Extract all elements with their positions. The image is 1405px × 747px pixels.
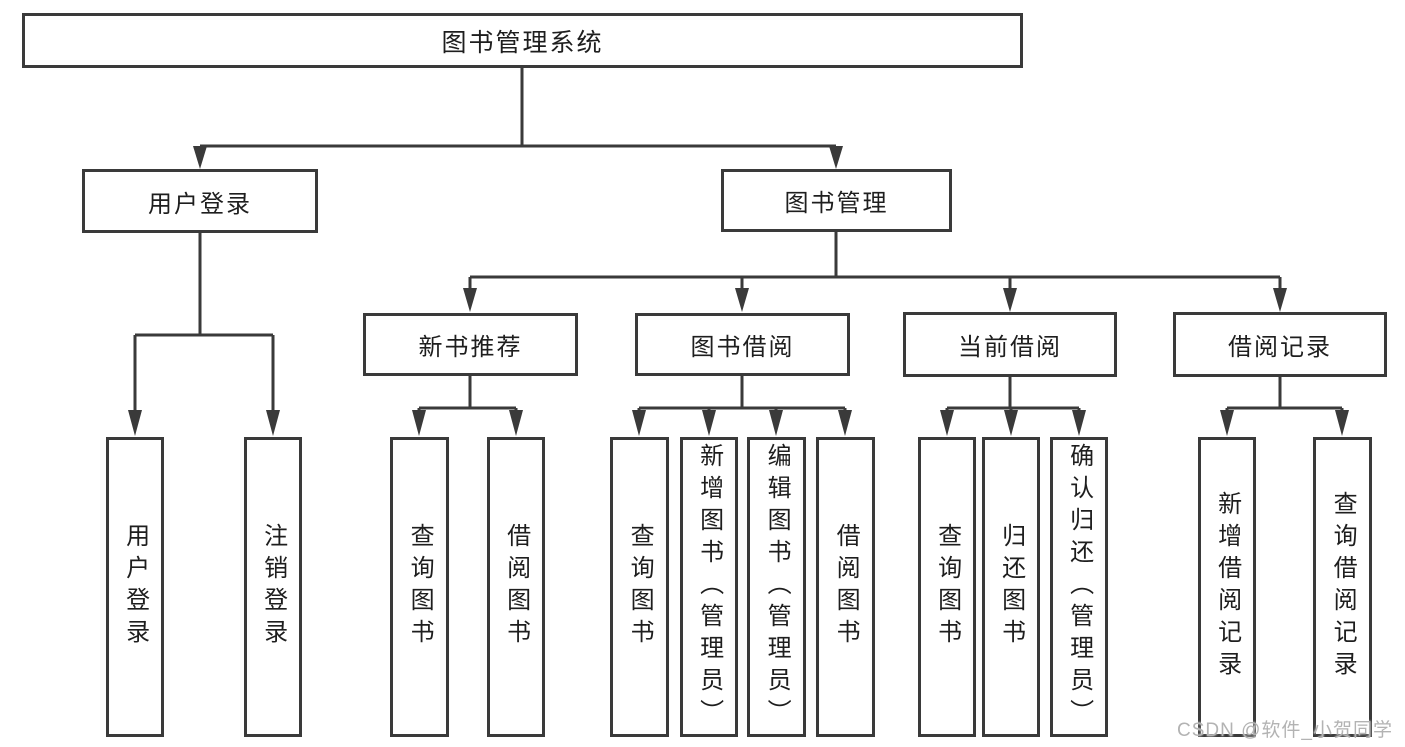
leaf-label: 归还图书 xyxy=(997,523,1025,651)
connector-borrow-records xyxy=(1225,376,1344,414)
leaf-add-book-admin: 新增图书（管理员） xyxy=(680,437,738,737)
connector-book-mgmt xyxy=(468,232,1282,290)
connector-user-login xyxy=(133,233,275,414)
leaf-edit-book-admin: 编辑图书（管理员） xyxy=(747,437,806,737)
arrow-icon xyxy=(940,410,954,436)
leaf-return-book: 归还图书 xyxy=(982,437,1040,737)
arrow-icon xyxy=(1004,410,1018,436)
leaf-label: 新增图书（管理员） xyxy=(695,443,723,731)
leaf-label: 借阅图书 xyxy=(502,523,530,651)
arrow-icon xyxy=(1072,410,1086,436)
leaf-label: 查询借阅记录 xyxy=(1329,491,1357,683)
arrow-icon xyxy=(1003,288,1017,312)
leaf-query-books-borrow: 查询图书 xyxy=(610,437,669,737)
arrow-icon xyxy=(266,410,280,436)
leaf-borrow-books: 借阅图书 xyxy=(816,437,875,737)
node-user-login: 用户登录 xyxy=(82,169,318,233)
leaf-label: 查询图书 xyxy=(406,523,434,651)
arrow-icon xyxy=(838,410,852,436)
arrow-icon xyxy=(412,410,426,436)
node-borrow-records: 借阅记录 xyxy=(1173,312,1387,377)
watermark: CSDN @软件_小贺同学 xyxy=(1177,720,1393,741)
leaf-label: 编辑图书（管理员） xyxy=(763,443,791,731)
leaf-user-login: 用户登录 xyxy=(106,437,164,737)
leaf-label: 查询图书 xyxy=(626,523,654,651)
arrow-icon xyxy=(128,410,142,436)
arrowheads xyxy=(128,146,1349,436)
leaf-label: 用户登录 xyxy=(121,523,149,651)
connector-current-borrow xyxy=(945,376,1081,414)
leaf-add-borrow-record: 新增借阅记录 xyxy=(1198,437,1256,737)
connector-book-borrow xyxy=(637,376,847,414)
arrow-icon xyxy=(1220,410,1234,436)
leaf-label: 借阅图书 xyxy=(832,523,860,651)
arrow-icon xyxy=(193,146,207,169)
leaf-label: 注销登录 xyxy=(259,523,287,651)
arrow-icon xyxy=(1273,288,1287,312)
arrow-icon xyxy=(702,410,716,436)
leaf-query-borrow-record: 查询借阅记录 xyxy=(1313,437,1372,737)
leaf-borrow-books-recommend: 借阅图书 xyxy=(487,437,545,737)
leaf-label: 查询图书 xyxy=(933,523,961,651)
leaf-label: 新增借阅记录 xyxy=(1213,491,1241,683)
node-book-mgmt: 图书管理 xyxy=(721,169,952,232)
leaf-query-books-current: 查询图书 xyxy=(918,437,976,737)
arrow-icon xyxy=(769,410,783,436)
leaf-label: 确认归还（管理员） xyxy=(1065,443,1093,731)
leaf-query-books-recommend: 查询图书 xyxy=(390,437,449,737)
node-root: 图书管理系统 xyxy=(22,13,1023,68)
arrow-icon xyxy=(632,410,646,436)
arrow-icon xyxy=(463,288,477,312)
connector-root xyxy=(198,68,838,150)
leaf-confirm-return-admin: 确认归还（管理员） xyxy=(1050,437,1108,737)
leaf-logout: 注销登录 xyxy=(244,437,302,737)
arrow-icon xyxy=(829,146,843,169)
node-book-borrow: 图书借阅 xyxy=(635,313,850,376)
connector-new-book xyxy=(417,376,518,414)
node-current-borrow: 当前借阅 xyxy=(903,312,1117,377)
arrow-icon xyxy=(509,410,523,436)
node-new-book-recommend: 新书推荐 xyxy=(363,313,578,376)
arrow-icon xyxy=(1335,410,1349,436)
arrow-icon xyxy=(735,288,749,312)
